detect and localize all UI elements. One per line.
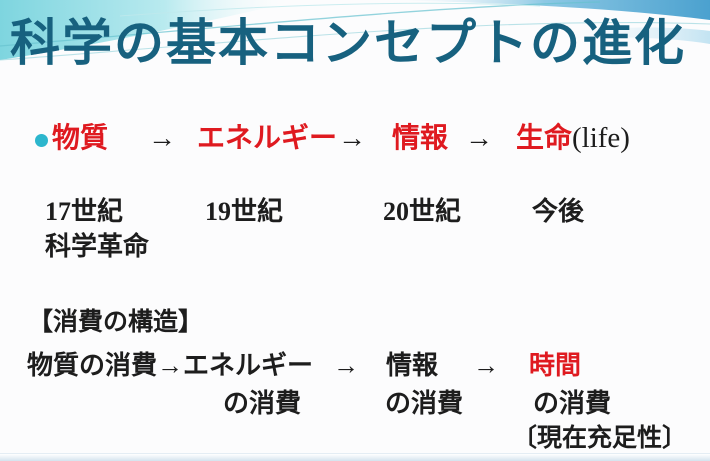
evolution-life-suffix: (life) [572, 122, 630, 154]
timeline-era-future: 今後 [532, 197, 585, 226]
evolution-term-energy: エネルギー [197, 123, 338, 154]
evolution-term-matter: 物質 [52, 123, 109, 154]
timeline-era-20th: 20世紀 [383, 197, 462, 226]
evolution-term-life: 生命 [516, 123, 573, 154]
bullet-icon [35, 134, 48, 147]
evolution-arrow-3: → [465, 123, 493, 154]
timeline-era-19th: 19世紀 [205, 197, 284, 226]
consumption-note: 〔現在充足性〕 [512, 425, 688, 452]
consumption-suffix-info: の消費 [385, 389, 464, 418]
timeline-era-17th: 17世紀 [45, 197, 124, 226]
header-wave-decoration [0, 0, 710, 61]
consumption-suffix-time: の消費 [533, 389, 612, 418]
consumption-heading: 【消費の構造】 [28, 309, 204, 336]
consumption-arrow-2: → [333, 351, 359, 380]
consumption-suffix-energy: の消費 [223, 389, 302, 418]
evolution-term-info: 情報 [392, 123, 449, 154]
timeline-era1-note: 科学革命 [45, 232, 150, 261]
consumption-term-info: 情報 [386, 351, 439, 380]
footer-gradient [0, 453, 710, 461]
evolution-arrow-1: → [148, 123, 176, 154]
slide-title: 科学の基本コンセプトの進化 [10, 15, 686, 71]
consumption-term-time: 時間 [529, 351, 582, 380]
consumption-chain-start: 物質の消費→エネルギー [27, 351, 314, 380]
consumption-arrow-3: → [473, 351, 499, 380]
evolution-arrow-2: → [338, 123, 366, 154]
